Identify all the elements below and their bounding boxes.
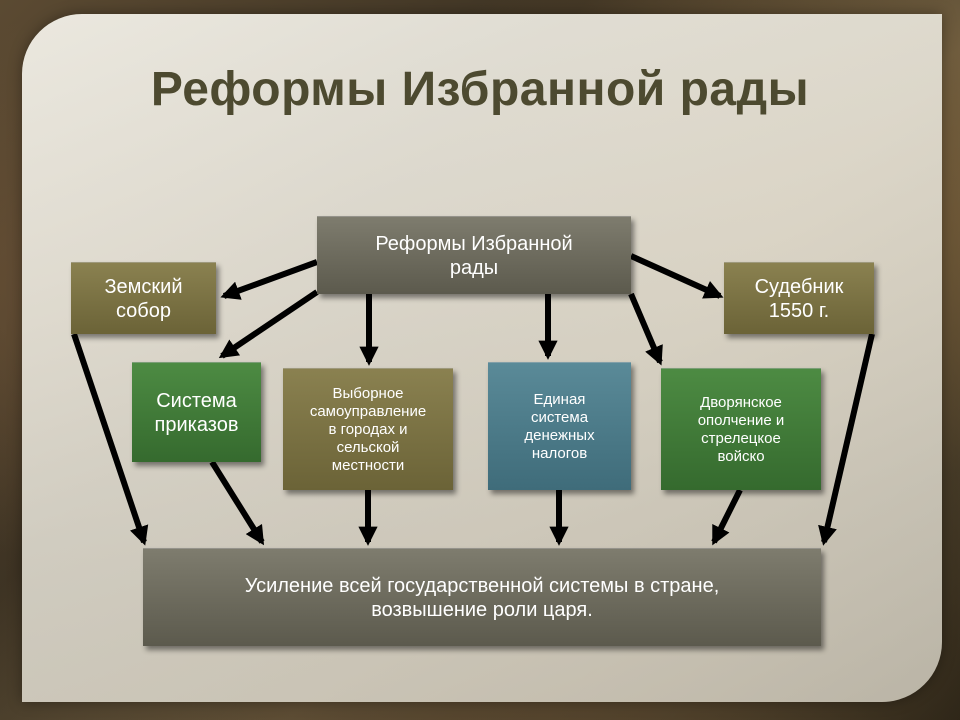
result-box: Усиление всей государственной системы в … (143, 548, 821, 646)
self-government-label: Выборное самоуправление в городах и сель… (309, 384, 427, 474)
result-label: Усиление всей государственной системы в … (244, 574, 720, 621)
army-box: Дворянское ополчение и стрелецкое войско (661, 368, 821, 490)
self-government-box: Выборное самоуправление в городах и сель… (283, 368, 453, 490)
sudebnik-box: Судебник 1550 г. (724, 262, 874, 334)
zemsky-sobor-box: Земский собор (71, 262, 216, 334)
prikazy-box: Система приказов (132, 362, 261, 462)
zemsky-sobor-label: Земский собор (104, 275, 183, 322)
slide-title: Реформы Избранной рады (150, 63, 810, 116)
taxes-label: Единая система денежных налогов (524, 390, 595, 462)
main-reforms-label: Реформы Избранной рады (375, 232, 573, 279)
main-reforms-box: Реформы Избранной рады (317, 216, 631, 294)
sudebnik-label: Судебник 1550 г. (754, 275, 844, 322)
army-label: Дворянское ополчение и стрелецкое войско (697, 393, 785, 465)
prikazy-label: Система приказов (154, 389, 239, 436)
taxes-box: Единая система денежных налогов (488, 362, 631, 490)
